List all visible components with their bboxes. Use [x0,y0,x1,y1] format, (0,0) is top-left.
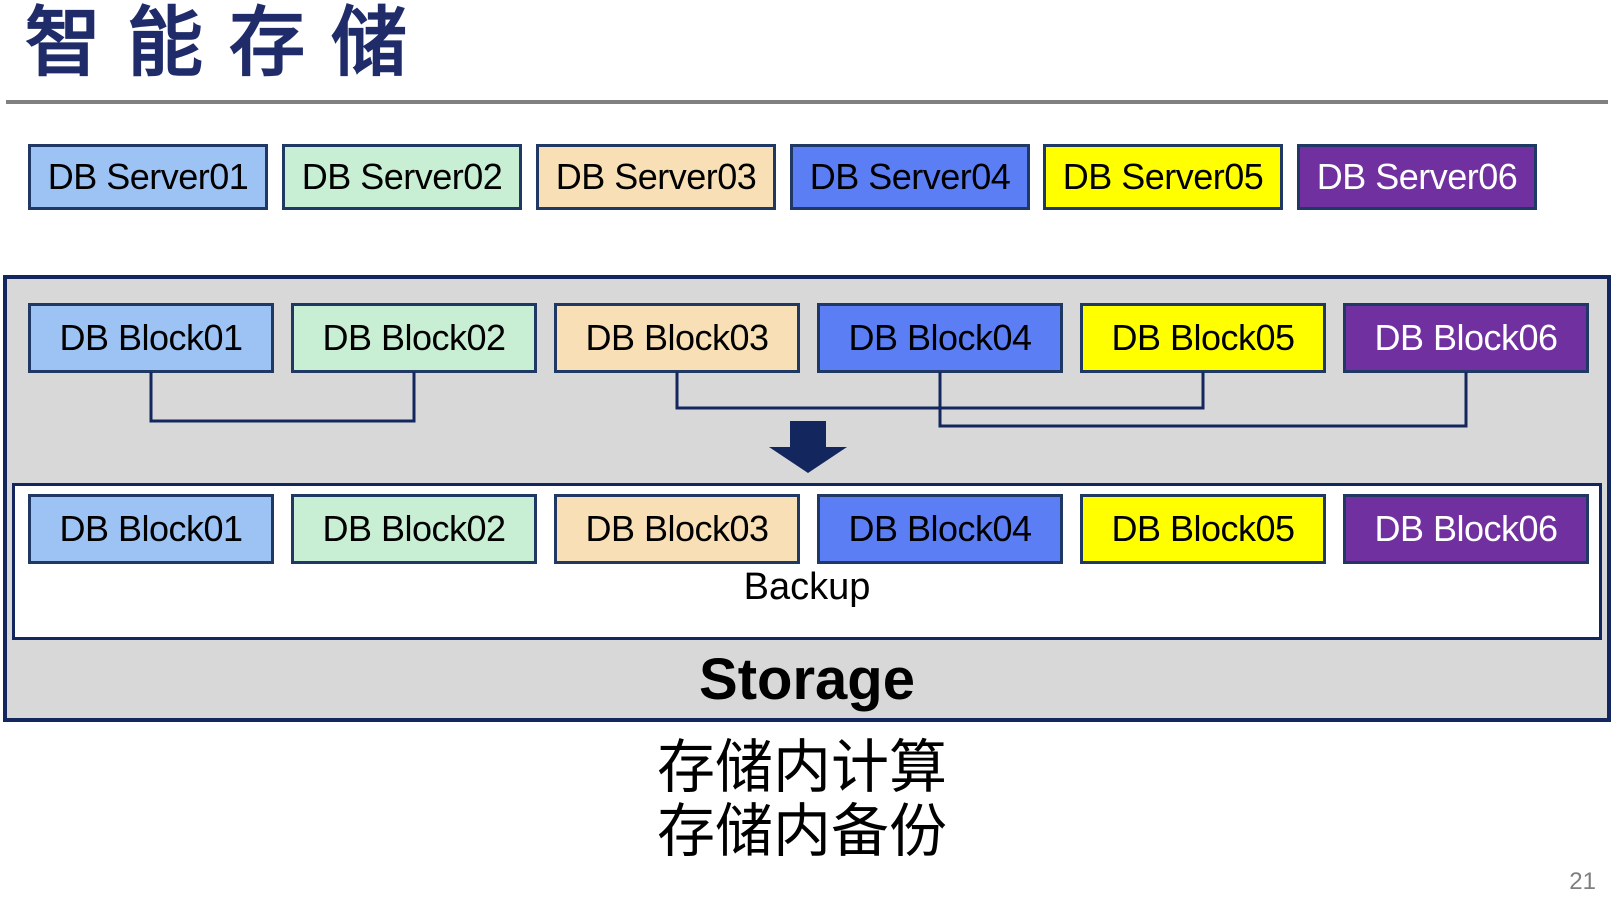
backup-label: Backup [743,566,871,608]
caption-line: 存储内计算 [657,735,948,800]
db-block-box: DB Block02 [291,303,537,373]
db-server-box: DB Server05 [1043,144,1283,210]
db-block-box: DB Block04 [817,303,1063,373]
db-block-box: DB Block05 [1080,303,1326,373]
db-server-box: DB Server06 [1297,144,1537,210]
db-block-box: DB Block05 [1080,494,1326,564]
page-title: 智能存储 [25,1,433,86]
db-block-box: DB Block01 [28,303,274,373]
db-block-box: DB Block02 [291,494,537,564]
db-block-box: DB Block06 [1343,303,1589,373]
db-server-box: DB Server02 [282,144,522,210]
caption-line: 存储内备份 [657,799,948,864]
storage-label: Storage [699,647,915,712]
db-server-box: DB Server04 [790,144,1030,210]
db-block-box: DB Block01 [28,494,274,564]
db-block-box: DB Block03 [554,494,800,564]
db-block-box: DB Block06 [1343,494,1589,564]
caption-block: 存储内计算 存储内备份 [657,736,947,864]
title-divider [6,100,1608,104]
backup-box [12,483,1602,640]
db-block-box: DB Block04 [817,494,1063,564]
page-number: 21 [1569,868,1596,895]
db-server-box: DB Server01 [28,144,268,210]
db-block-box: DB Block03 [554,303,800,373]
db-server-box: DB Server03 [536,144,776,210]
